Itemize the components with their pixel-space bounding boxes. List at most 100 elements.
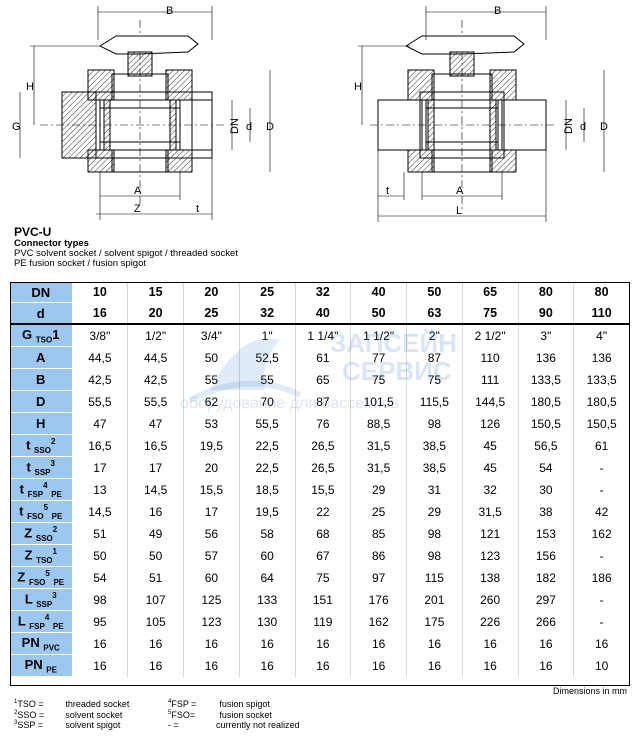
table-cell: 29: [406, 500, 463, 523]
table-cell: 50: [183, 346, 240, 369]
table-cell: 95: [72, 610, 129, 633]
row-label-subscript: FSP: [27, 489, 44, 499]
right-label-D: D: [600, 121, 608, 133]
table-cell: 126: [462, 412, 519, 435]
table-cell: 87: [295, 390, 352, 413]
table-cell: 14,5: [127, 478, 184, 501]
table-header-cell: 20: [183, 282, 240, 303]
footnote-text: threaded socket: [65, 699, 130, 709]
row-label: t FSP4 PE: [10, 478, 73, 501]
table-cell: 55,5: [127, 390, 184, 413]
footnote-key: SSO =: [17, 709, 45, 720]
right-label-H: H: [354, 81, 362, 93]
left-label-d: d: [246, 121, 252, 133]
table-cell: 16,5: [127, 434, 184, 457]
row-label-superscript: 1: [52, 546, 57, 556]
table-cell: 16: [350, 632, 407, 655]
table-cell: 14,5: [72, 500, 129, 523]
table-cell: 42,5: [127, 368, 184, 391]
table-cell: 16: [239, 632, 296, 655]
left-valve-drawing: [19, 6, 271, 220]
row-label-symbol: Z: [24, 546, 33, 562]
table-cell: 180,5: [573, 390, 630, 413]
row-label-subscript: SSP: [34, 467, 51, 477]
table-cell: 26,5: [295, 456, 352, 479]
left-label-D: D: [266, 121, 274, 133]
table-cell: 182: [518, 566, 575, 589]
right-label-B: B: [494, 5, 501, 17]
row-label-subscript: PVC: [43, 643, 60, 653]
table-cell: 16: [72, 632, 129, 655]
table-header-cell: 50: [350, 302, 407, 325]
table-header-cell: 63: [406, 302, 463, 325]
table-cell: 75: [406, 368, 463, 391]
footnote-key: FSP =: [171, 699, 197, 709]
row-label: L SSP3: [10, 588, 73, 611]
table-cell: -: [573, 610, 630, 633]
footnote: 1TSO =threaded socket: [14, 697, 130, 709]
footnote-text: fusion socket: [219, 709, 272, 720]
table-cell: 2 1/2": [462, 324, 519, 347]
row-label-superscript: 4: [43, 480, 48, 490]
table-cell: 101,5: [350, 390, 407, 413]
row-label-superscript: 2: [52, 524, 58, 534]
footnote-text: solvent socket: [65, 709, 123, 720]
table-cell: 51: [72, 522, 129, 545]
table-cell: 44,5: [72, 346, 129, 369]
footnote: 5FSO=fusion socket: [168, 708, 300, 720]
row-label-superscript: 2: [50, 436, 56, 446]
table-cell: 16: [462, 632, 519, 655]
table-cell: 22,5: [239, 456, 296, 479]
table-cell: 55: [239, 368, 296, 391]
row-label-subscript-2: PE: [52, 621, 64, 631]
table-cell: 45: [462, 434, 519, 457]
table-cell: 1 1/4": [295, 324, 352, 347]
table-cell: 77: [350, 346, 407, 369]
row-label-subscript: FSO: [27, 511, 44, 521]
table-cell: 98: [406, 412, 463, 435]
connector-types-line-2: PE fusion socket / fusion spigot: [14, 257, 147, 269]
row-label-superscript: 5: [43, 502, 49, 512]
table-cell: 16: [127, 632, 184, 655]
table-cell: 47: [127, 412, 184, 435]
table-header-cell: 32: [295, 282, 352, 303]
table-cell: 15,5: [183, 478, 240, 501]
table-cell: 31,5: [350, 434, 407, 457]
right-label-t: t: [386, 185, 389, 197]
table-cell: 20: [183, 456, 240, 479]
row-label-symbol: L: [17, 612, 26, 628]
row-label-symbol: D: [36, 394, 46, 409]
table-cell: 1 1/2": [350, 324, 407, 347]
table-cell: 130: [239, 610, 296, 633]
row-label-subscript: FSO: [28, 577, 46, 587]
table-cell: 144,5: [462, 390, 519, 413]
table-cell: 55: [183, 368, 240, 391]
table-header-cell: 25: [183, 302, 240, 325]
table-cell: 22: [295, 500, 352, 523]
row-label: A: [10, 346, 73, 369]
table-cell: 29: [350, 478, 407, 501]
table-cell: 16: [406, 654, 463, 677]
table-cell: 133,5: [573, 368, 630, 391]
table-cell: 186: [573, 566, 630, 589]
table-cell: 42: [573, 500, 630, 523]
row-label-superscript: 3: [52, 590, 57, 600]
row-label-subscript: TSO: [35, 335, 53, 345]
footnote-mark: 2: [14, 709, 18, 716]
footnote: 2SSO = solvent socket: [14, 708, 129, 720]
table-cell: 180,5: [518, 390, 575, 413]
table-cell: 176: [350, 588, 407, 611]
footnote: - =currently not realized: [168, 718, 300, 730]
table-header-cell: 25: [239, 282, 296, 303]
table-header-cell: 90: [518, 302, 575, 325]
